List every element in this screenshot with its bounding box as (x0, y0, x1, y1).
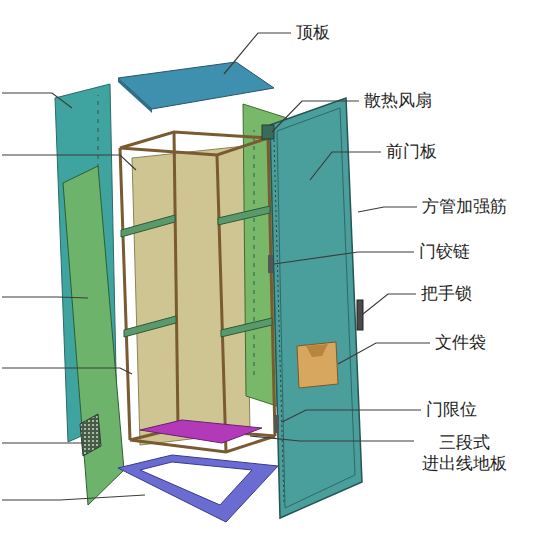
part-label: 门限位 (426, 399, 477, 420)
part-label: 门铰链 (419, 241, 470, 262)
part-label: 散热风扇 (364, 90, 432, 111)
part-label: 文件袋 (435, 332, 486, 353)
part-label: 前门板 (386, 141, 437, 162)
part-label: 顶板 (296, 22, 330, 43)
part-label: 把手锁 (421, 283, 472, 304)
part-label: 方管加强筋 (422, 196, 507, 217)
part-label: 三段式 进出线地板 (418, 432, 510, 475)
